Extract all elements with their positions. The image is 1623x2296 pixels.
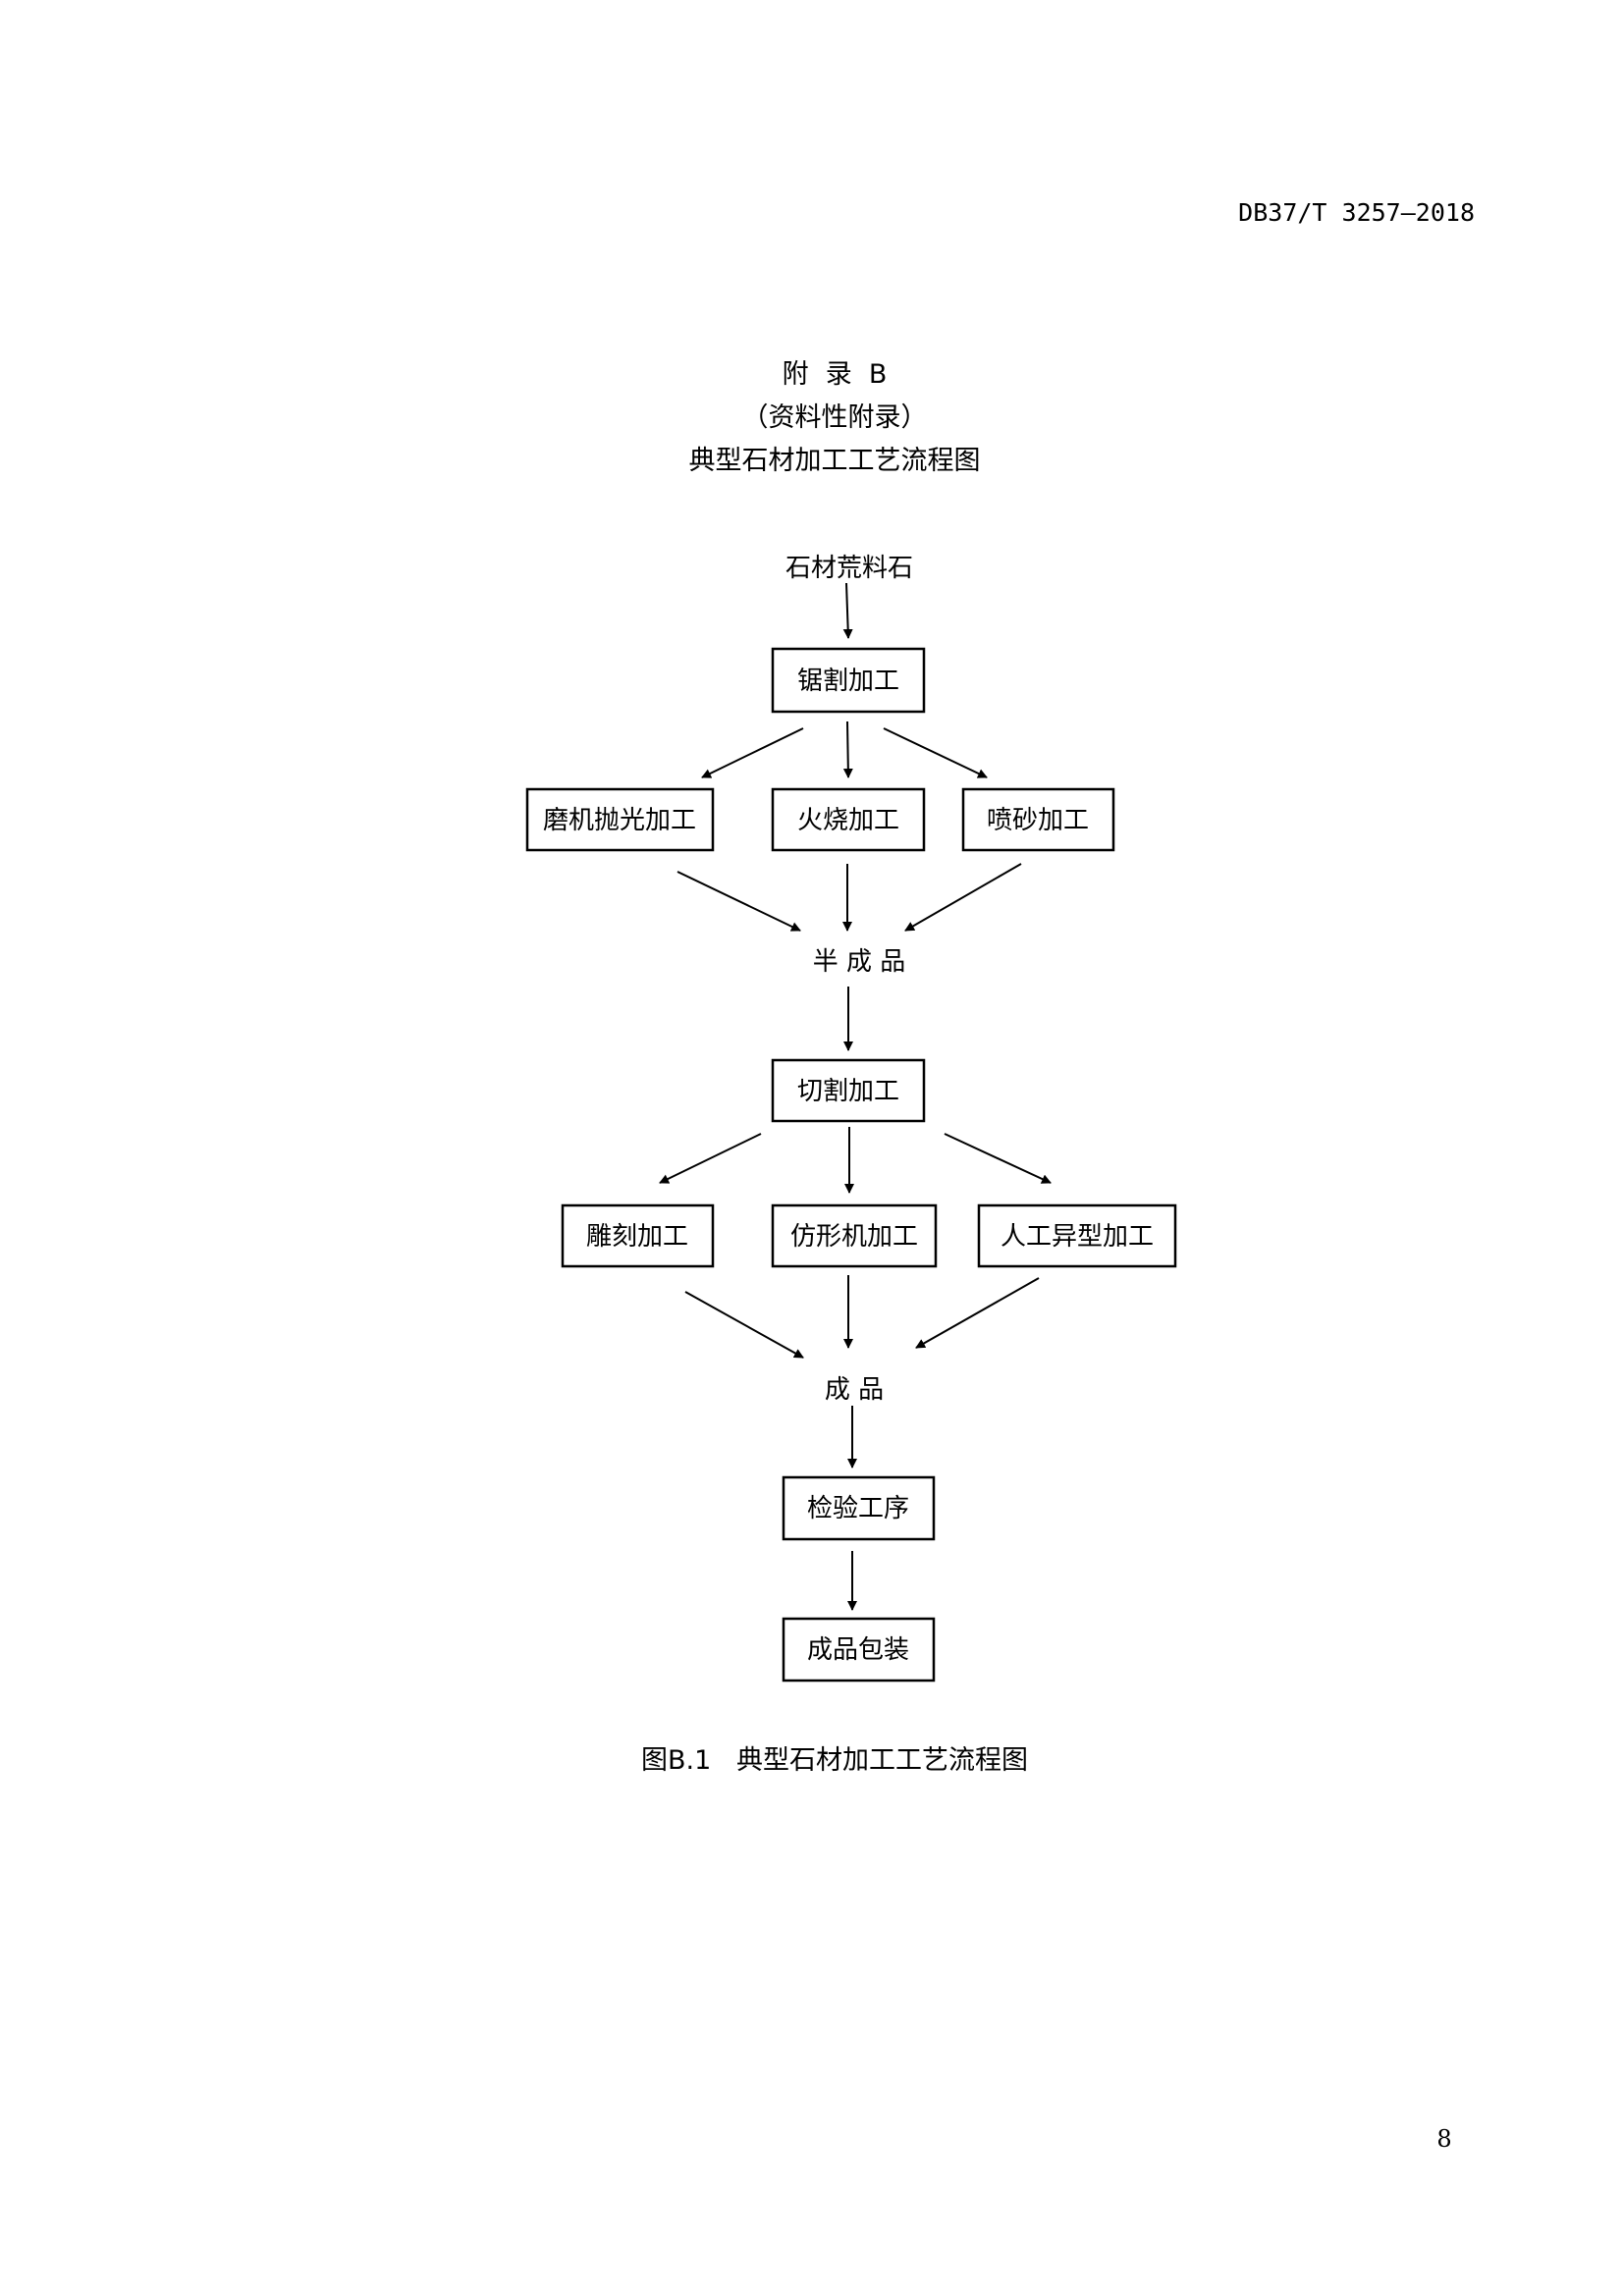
carving-label: 雕刻加工: [586, 1222, 688, 1252]
manual-shaping-box: [977, 1203, 1177, 1268]
start-node: 石材荒料石: [785, 554, 913, 583]
semi-finished-node: 半 成 品: [813, 947, 906, 977]
inspection-box: [782, 1475, 936, 1541]
arrow: [915, 1277, 1040, 1349]
finished-product-node: 成 品: [825, 1375, 884, 1405]
cutting-box: [771, 1058, 926, 1123]
sawing-label: 锯割加工: [797, 667, 899, 696]
arrow: [842, 721, 853, 778]
sandblasting-label: 喷砂加工: [987, 806, 1089, 835]
cutting-label: 切割加工: [797, 1077, 899, 1106]
carving-box: [561, 1203, 715, 1268]
sandblasting-box: [961, 787, 1115, 852]
figure-caption: 图B.1 典型石材加工工艺流程图: [641, 1745, 1028, 1776]
polishing-box: [525, 787, 715, 852]
arrow: [883, 727, 988, 778]
packaging-label: 成品包装: [807, 1635, 909, 1665]
standard-code: DB37/T 3257—2018: [1238, 198, 1475, 227]
sawing-box: [771, 647, 926, 714]
flaming-label: 火烧加工: [797, 806, 899, 835]
arrow: [659, 1133, 762, 1184]
polishing-label: 磨机抛光加工: [543, 806, 696, 835]
arrow: [676, 871, 801, 932]
arrow: [944, 1133, 1052, 1184]
arrow: [701, 727, 804, 778]
manual-shaping-label: 人工异型加工: [1001, 1222, 1154, 1252]
appendix-label: 附 录 B: [783, 359, 888, 390]
arrow: [904, 863, 1022, 932]
arrow: [842, 582, 853, 639]
appendix-type: （资料性附录）: [742, 402, 928, 433]
page-number: 8: [1436, 2125, 1451, 2153]
profiling-box: [771, 1203, 938, 1268]
arrow: [684, 1291, 804, 1359]
profiling-label: 仿形机加工: [790, 1222, 918, 1252]
appendix-title: 典型石材加工工艺流程图: [689, 446, 981, 476]
inspection-label: 检验工序: [807, 1494, 909, 1523]
flowchart: 石材荒料石 锯割加工 磨机抛光加工 火烧加工 喷砂加工 半 成 品 切割加工 雕…: [525, 554, 1177, 1682]
flaming-box: [771, 787, 926, 852]
packaging-box: [782, 1617, 936, 1682]
